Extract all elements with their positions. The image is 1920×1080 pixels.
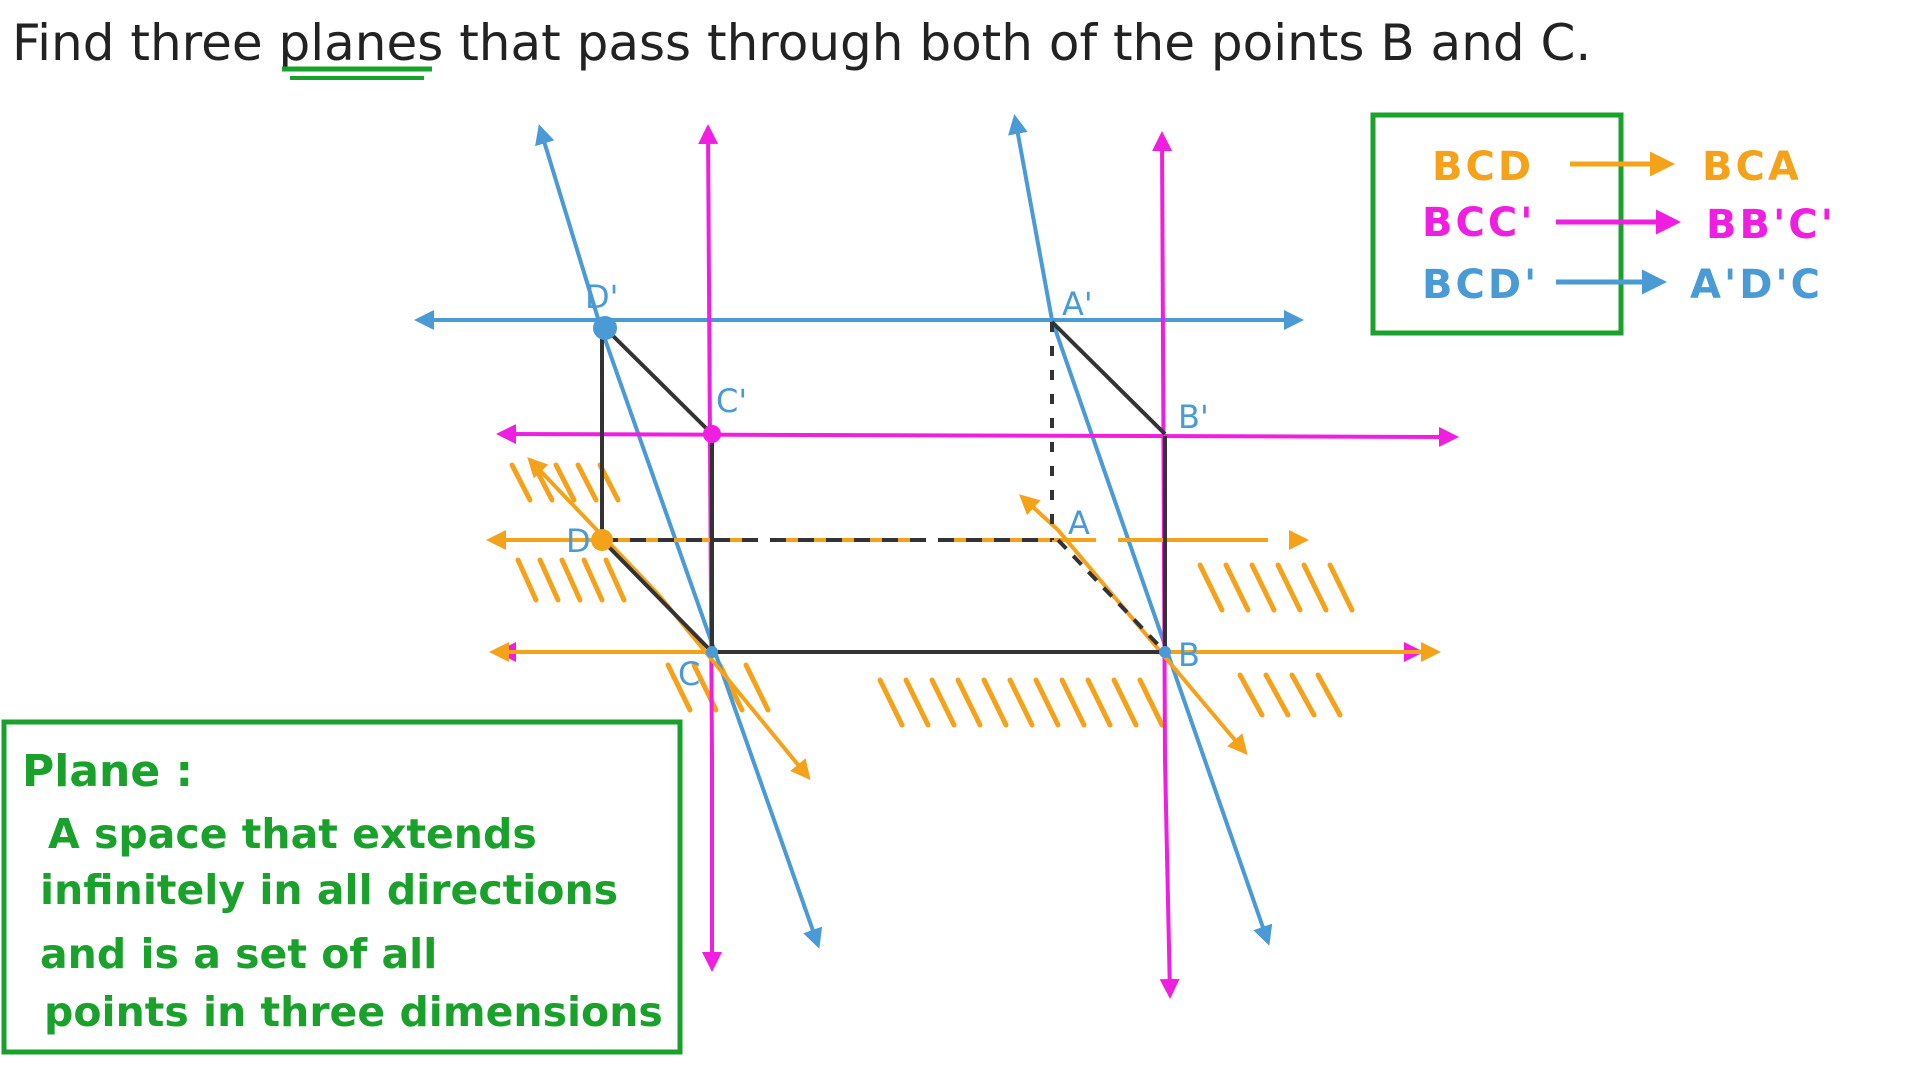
plane-bcd-hatching bbox=[509, 462, 1355, 728]
orange-line-a-up bbox=[1019, 494, 1060, 532]
orange-lines bbox=[486, 457, 1441, 781]
orange-line-a-b bbox=[1056, 528, 1248, 756]
vertex-d-dot bbox=[591, 529, 613, 551]
legend-row-3-from: BCD' bbox=[1422, 262, 1539, 308]
definition-line-1: A space that extends bbox=[48, 810, 537, 858]
legend-row-1: BCD BCA bbox=[1432, 144, 1802, 190]
blue-lines bbox=[414, 114, 1380, 949]
label-b-prime: B' bbox=[1178, 398, 1209, 436]
question-title: Find three planes that pass through both… bbox=[12, 14, 1591, 72]
definition-line-4: points in three dimensions bbox=[44, 988, 663, 1036]
definition-heading: Plane : bbox=[22, 746, 193, 797]
magenta-lines bbox=[496, 124, 1459, 999]
blue-line-a1-b bbox=[1050, 319, 1273, 946]
legend-row-3-to: A'D'C bbox=[1690, 262, 1823, 308]
label-d-prime: D' bbox=[585, 278, 618, 316]
legend-row-2-to: BB'C' bbox=[1706, 202, 1836, 248]
legend-row-2-from: BCC' bbox=[1422, 200, 1535, 246]
legend-row-1-from: BCD bbox=[1432, 144, 1534, 190]
vertex-b-dot bbox=[1159, 646, 1171, 658]
magenta-line-down-b bbox=[1159, 759, 1180, 999]
definition-box bbox=[1, 719, 683, 1055]
vertex-c1-dot bbox=[703, 425, 721, 443]
prism-edges bbox=[600, 320, 1167, 654]
vertex-d1-dot bbox=[593, 316, 617, 340]
legend-row-2: BCC' BB'C' bbox=[1422, 200, 1836, 248]
legend-row-3: BCD' A'D'C bbox=[1422, 262, 1823, 308]
vertex-c-dot bbox=[706, 646, 718, 658]
label-c: C bbox=[678, 655, 700, 693]
label-b: B bbox=[1178, 636, 1200, 674]
definition-line-2: infinitely in all directions bbox=[40, 866, 618, 914]
definition-line-3: and is a set of all bbox=[40, 930, 437, 978]
legend-row-1-to: BCA bbox=[1702, 144, 1802, 190]
label-c-prime: C' bbox=[716, 382, 747, 420]
magenta-line-c1-b1 bbox=[496, 424, 1459, 447]
orange-line-d-c-up bbox=[527, 457, 660, 596]
blue-line-up-d1 bbox=[535, 124, 602, 326]
blue-line-up-a1 bbox=[1008, 114, 1054, 321]
label-a-prime: A' bbox=[1062, 285, 1093, 323]
label-d: D bbox=[566, 522, 591, 560]
label-a: A bbox=[1068, 504, 1090, 542]
